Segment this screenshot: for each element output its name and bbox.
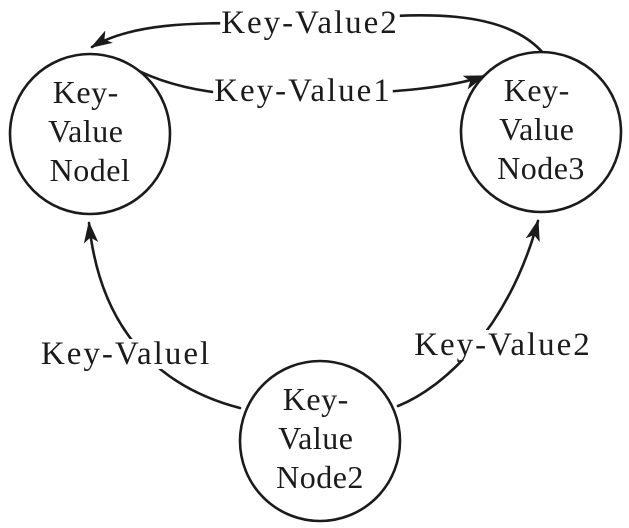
edge-label-mask [39,339,213,369]
node2-circle [238,359,402,523]
edge-label-middle: Key-Value1 [214,73,392,109]
node1-label-line2: Value [48,113,123,149]
edge-label-right: Key-Value2 [414,327,592,363]
node3-label: Key- Value Node3 [497,72,585,186]
node1-label-line3: Nodel [50,152,131,188]
edge-node2-to-node1 [83,221,242,410]
edge-node2-to-node3 [396,219,540,408]
edge-label-left: Key-Valuel [41,336,211,372]
edge-labels-layer: Key-Value2 Key-Value1 Key-Valuel Key-Val… [39,5,593,372]
node-node3: Key- Value Node3 [459,50,623,214]
node1-circle [8,52,172,216]
nodes-layer: Key- Value Nodel Key- Value Node3 Key- V… [8,50,623,523]
edge-label-mask [413,330,593,360]
node2-label-line1: Key- [283,381,349,417]
node3-label-line3: Node3 [497,150,585,186]
node1-label-line1: Key- [53,74,119,110]
node-node2: Key- Value Node2 [238,359,402,523]
node3-label-line1: Key- [504,72,570,108]
edge-label-mask [220,8,400,38]
edge-label-top: Key-Value2 [221,5,399,41]
node3-label-line2: Value [499,111,574,147]
node2-label-line3: Node2 [276,459,364,495]
node-node1: Key- Value Nodel [8,52,172,216]
node2-label-line2: Value [278,420,353,456]
node2-label: Key- Value Node2 [276,381,364,495]
node1-label: Key- Value Nodel [48,74,132,188]
node3-circle [459,50,623,214]
edge-label-mask [213,76,393,106]
